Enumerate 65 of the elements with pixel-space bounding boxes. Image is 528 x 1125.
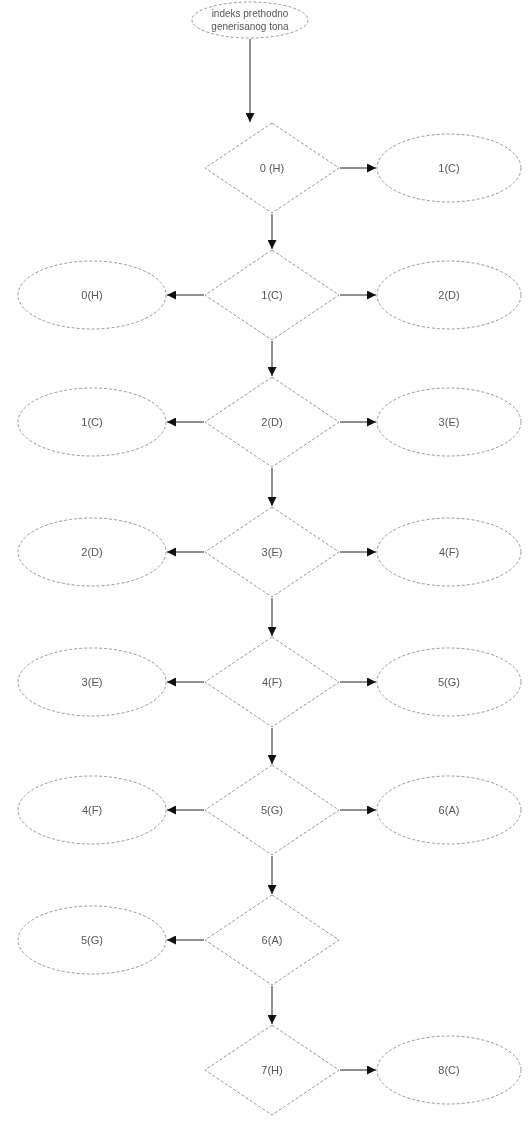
ellipse-node bbox=[17, 647, 167, 717]
arrow bbox=[267, 985, 277, 1025]
ellipse-node bbox=[376, 1035, 522, 1105]
ellipse-node bbox=[376, 775, 522, 845]
arrow bbox=[339, 163, 377, 173]
decision-diamond bbox=[204, 376, 340, 468]
arrow bbox=[267, 340, 277, 377]
node-label: 8(C) bbox=[438, 1062, 460, 1078]
arrow bbox=[267, 213, 277, 250]
decision-diamond bbox=[204, 636, 340, 728]
decision-diamond bbox=[204, 506, 340, 598]
ellipse-node bbox=[376, 647, 522, 717]
node-label: 3(E) bbox=[81, 674, 103, 690]
node-label: 3(E) bbox=[261, 544, 283, 560]
ellipse-node bbox=[376, 517, 522, 587]
ellipse-node bbox=[17, 775, 167, 845]
arrow bbox=[166, 417, 205, 427]
node-label: 2(D) bbox=[81, 544, 103, 560]
node-label: 1(C) bbox=[438, 160, 460, 176]
node-label: 1(C) bbox=[261, 287, 283, 303]
arrow bbox=[166, 677, 205, 687]
arrow bbox=[339, 547, 377, 557]
arrow bbox=[267, 597, 277, 637]
decision-diamond bbox=[204, 249, 340, 341]
decision-diamond bbox=[204, 894, 340, 986]
ellipse-node bbox=[17, 260, 167, 330]
ellipse-node bbox=[191, 1, 309, 39]
node-label: 6(A) bbox=[438, 802, 460, 818]
arrow bbox=[245, 38, 255, 123]
arrow bbox=[267, 727, 277, 765]
node-label: 2(D) bbox=[438, 287, 460, 303]
node-label: 4(F) bbox=[81, 802, 103, 818]
arrow bbox=[166, 805, 205, 815]
node-label: 0(H) bbox=[81, 287, 103, 303]
arrow bbox=[166, 547, 205, 557]
node-label: 5(G) bbox=[261, 802, 283, 818]
node-label: 7(H) bbox=[261, 1062, 283, 1078]
node-label: indeks prethodno generisanog tona bbox=[210, 7, 290, 33]
decision-diamond bbox=[204, 122, 340, 214]
node-label: 2(D) bbox=[261, 414, 283, 430]
node-label: 4(F) bbox=[261, 674, 283, 690]
arrow bbox=[339, 805, 377, 815]
ellipse-node bbox=[376, 387, 522, 457]
node-label: 5(G) bbox=[81, 932, 103, 948]
ellipse-node bbox=[376, 260, 522, 330]
arrow bbox=[166, 290, 205, 300]
ellipse-node bbox=[376, 133, 522, 203]
ellipse-node bbox=[17, 517, 167, 587]
node-label: 1(C) bbox=[81, 414, 103, 430]
node-label: 5(G) bbox=[438, 674, 460, 690]
arrow bbox=[267, 855, 277, 895]
node-label: 3(E) bbox=[438, 414, 460, 430]
arrow bbox=[267, 467, 277, 507]
node-label: 6(A) bbox=[261, 932, 283, 948]
ellipse-node bbox=[17, 905, 167, 975]
arrow bbox=[339, 1065, 377, 1075]
decision-diamond bbox=[204, 1024, 340, 1116]
arrow bbox=[339, 677, 377, 687]
arrow bbox=[166, 935, 205, 945]
arrow bbox=[339, 417, 377, 427]
ellipse-node bbox=[17, 387, 167, 457]
node-label: 0 (H) bbox=[259, 160, 285, 176]
decision-diamond bbox=[204, 764, 340, 856]
node-label: 4(F) bbox=[438, 544, 460, 560]
arrow bbox=[339, 290, 377, 300]
